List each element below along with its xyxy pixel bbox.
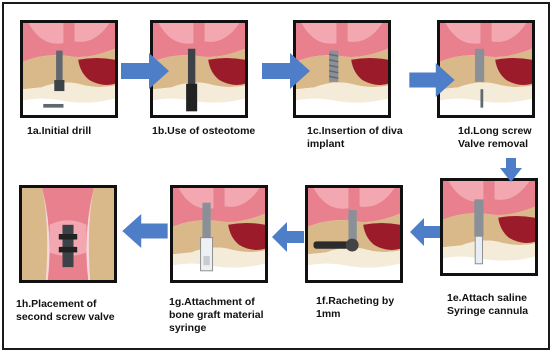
caption-1b: 1b.Use of osteotome (152, 125, 255, 138)
step-1g-panel (170, 185, 268, 283)
drill-icon (23, 23, 115, 115)
arrow-left-2 (272, 222, 304, 252)
caption-1c: 1c.Insertion of diva implant (307, 125, 403, 151)
step-1a-panel (20, 20, 118, 118)
arrow-left-3 (122, 214, 168, 248)
caption-1f: 1f.Racheting by 1mm (316, 295, 394, 321)
arrow-right-2 (262, 53, 310, 89)
step-1f-panel (305, 185, 403, 283)
arrow-right-1 (121, 53, 169, 89)
arrow-left-1 (410, 218, 440, 246)
ratchet-icon (308, 188, 400, 280)
arrow-right-3 (408, 63, 456, 97)
saline-syringe-icon (443, 181, 535, 273)
step-1e-panel (440, 178, 538, 276)
caption-1e: 1e.Attach saline Syringe cannula (447, 292, 528, 318)
caption-1h: 1h.Placement of second screw valve (16, 298, 115, 324)
second-screw-valve-icon (22, 188, 114, 280)
step-1h-panel (19, 185, 117, 283)
graft-syringe-icon (173, 188, 265, 280)
caption-1d: 1d.Long screw Valve removal (458, 125, 532, 151)
caption-1a: 1a.Initial drill (27, 125, 91, 138)
arrow-down (500, 158, 522, 182)
caption-1g: 1g.Attachment of bone graft material syr… (169, 296, 264, 335)
